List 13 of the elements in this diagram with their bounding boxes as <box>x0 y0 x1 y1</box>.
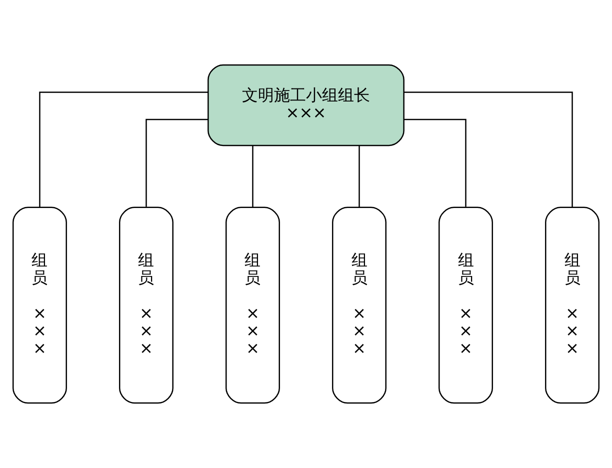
connector <box>146 118 208 207</box>
node-box: 组员 ××× <box>12 206 67 404</box>
node-box: 组员 ××× <box>119 206 174 404</box>
connector <box>252 146 254 208</box>
node-box: 组员 ××× <box>332 206 386 404</box>
node-box: 组员 ××× <box>226 206 280 404</box>
node-box: 组员 ××× <box>545 206 600 404</box>
connector <box>358 146 360 208</box>
connector <box>39 92 208 208</box>
connector <box>404 118 466 207</box>
node-box: 组员 ××× <box>438 206 493 404</box>
node-box: 文明施工小组组长 ××× <box>208 64 404 146</box>
connector <box>404 92 573 208</box>
